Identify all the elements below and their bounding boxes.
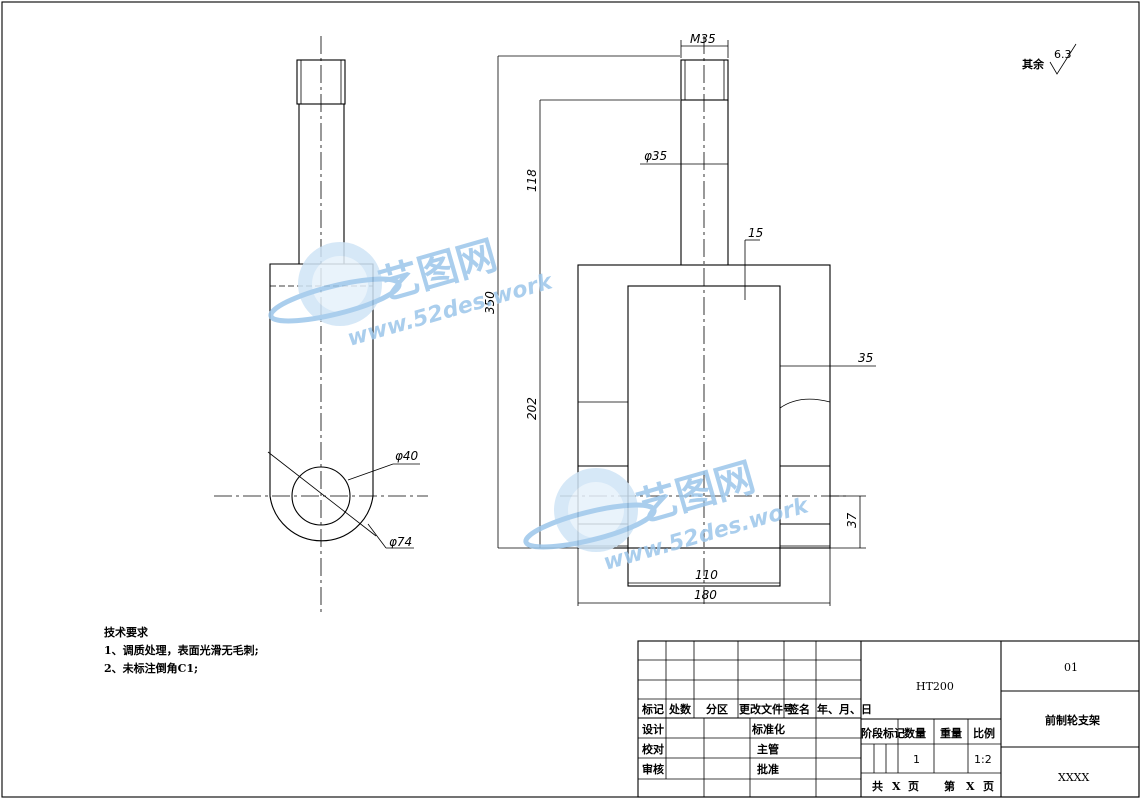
notes-item-2: 2、未标注倒角C1; xyxy=(104,661,198,675)
tb-header-mark: 标记 xyxy=(641,702,664,716)
dim-35: 35 xyxy=(858,351,873,365)
tb-supervisor: 主管 xyxy=(757,742,779,756)
roughness-value: 6.3 xyxy=(1054,48,1072,61)
dim-outer-dia: φ74 xyxy=(389,535,412,549)
tb-sheet-total: X xyxy=(892,780,901,793)
tb-header-count: 处数 xyxy=(668,702,692,716)
tb-approve: 批准 xyxy=(757,762,779,776)
roughness-symbol: 其余 6.3 xyxy=(1022,43,1077,75)
tb-sheet-total-label: 共 xyxy=(872,779,883,793)
tb-weight-label: 重量 xyxy=(940,726,962,740)
title-block: 标记 处数 分区 更改文件号 签名 年、月、日 设计 标准化 校对 主管 审核 … xyxy=(637,640,1140,798)
roughness-label: 其余 xyxy=(1022,57,1045,71)
notes-title: 技术要求 xyxy=(104,625,149,639)
dim-15: 15 xyxy=(748,226,763,240)
tb-company: XXXX xyxy=(1058,771,1089,784)
tb-check: 校对 xyxy=(642,742,664,756)
dim-shaft-dia: φ35 xyxy=(644,149,667,163)
tb-scale-label: 比例 xyxy=(973,726,995,740)
tb-sheet-current-label: 第 xyxy=(944,779,955,793)
tb-part-name: 前制轮支架 xyxy=(1045,713,1100,727)
tb-drawing-no: 01 xyxy=(1064,661,1078,674)
dim-37: 37 xyxy=(845,512,859,528)
tb-scale: 1:2 xyxy=(974,753,992,766)
side-view: φ40 φ74 xyxy=(214,36,428,612)
tb-header-date: 年、月、日 xyxy=(817,702,872,716)
dim-hole-dia: φ40 xyxy=(395,449,419,463)
dim-118: 118 xyxy=(525,169,539,192)
tb-header-change-doc: 更改文件号 xyxy=(739,702,794,716)
tb-quantity-label: 数量 xyxy=(904,726,926,740)
dim-350: 350 xyxy=(483,291,497,314)
tb-standardize: 标准化 xyxy=(751,722,785,736)
tb-design: 设计 xyxy=(642,722,664,736)
dim-202: 202 xyxy=(525,397,539,420)
watermark-top: 艺图网 www.52des.work xyxy=(268,232,556,352)
tb-sheet-current-unit: 页 xyxy=(983,780,994,793)
tb-header-signature: 签名 xyxy=(787,702,810,716)
dim-thread: M35 xyxy=(690,32,716,46)
notes-item-1: 1、调质处理，表面光滑无毛刺; xyxy=(104,643,259,657)
technical-notes: 技术要求 1、调质处理，表面光滑无毛刺; 2、未标注倒角C1; xyxy=(104,625,259,675)
dim-110: 110 xyxy=(695,568,718,582)
dim-180: 180 xyxy=(694,588,717,602)
tb-review: 审核 xyxy=(642,762,664,776)
tb-quantity: 1 xyxy=(913,753,920,766)
tb-sheet-total-unit: 页 xyxy=(908,780,919,793)
watermark-bottom: 艺图网 www.52des.work xyxy=(523,454,812,576)
front-view: M35 φ35 118 350 202 15 35 37 110 1 xyxy=(483,32,876,606)
tb-sheet-current: X xyxy=(966,780,975,793)
tb-header-zone: 分区 xyxy=(706,702,728,716)
tb-stage-mark: 阶段标记 xyxy=(861,726,905,740)
tb-material: HT200 xyxy=(916,680,954,693)
